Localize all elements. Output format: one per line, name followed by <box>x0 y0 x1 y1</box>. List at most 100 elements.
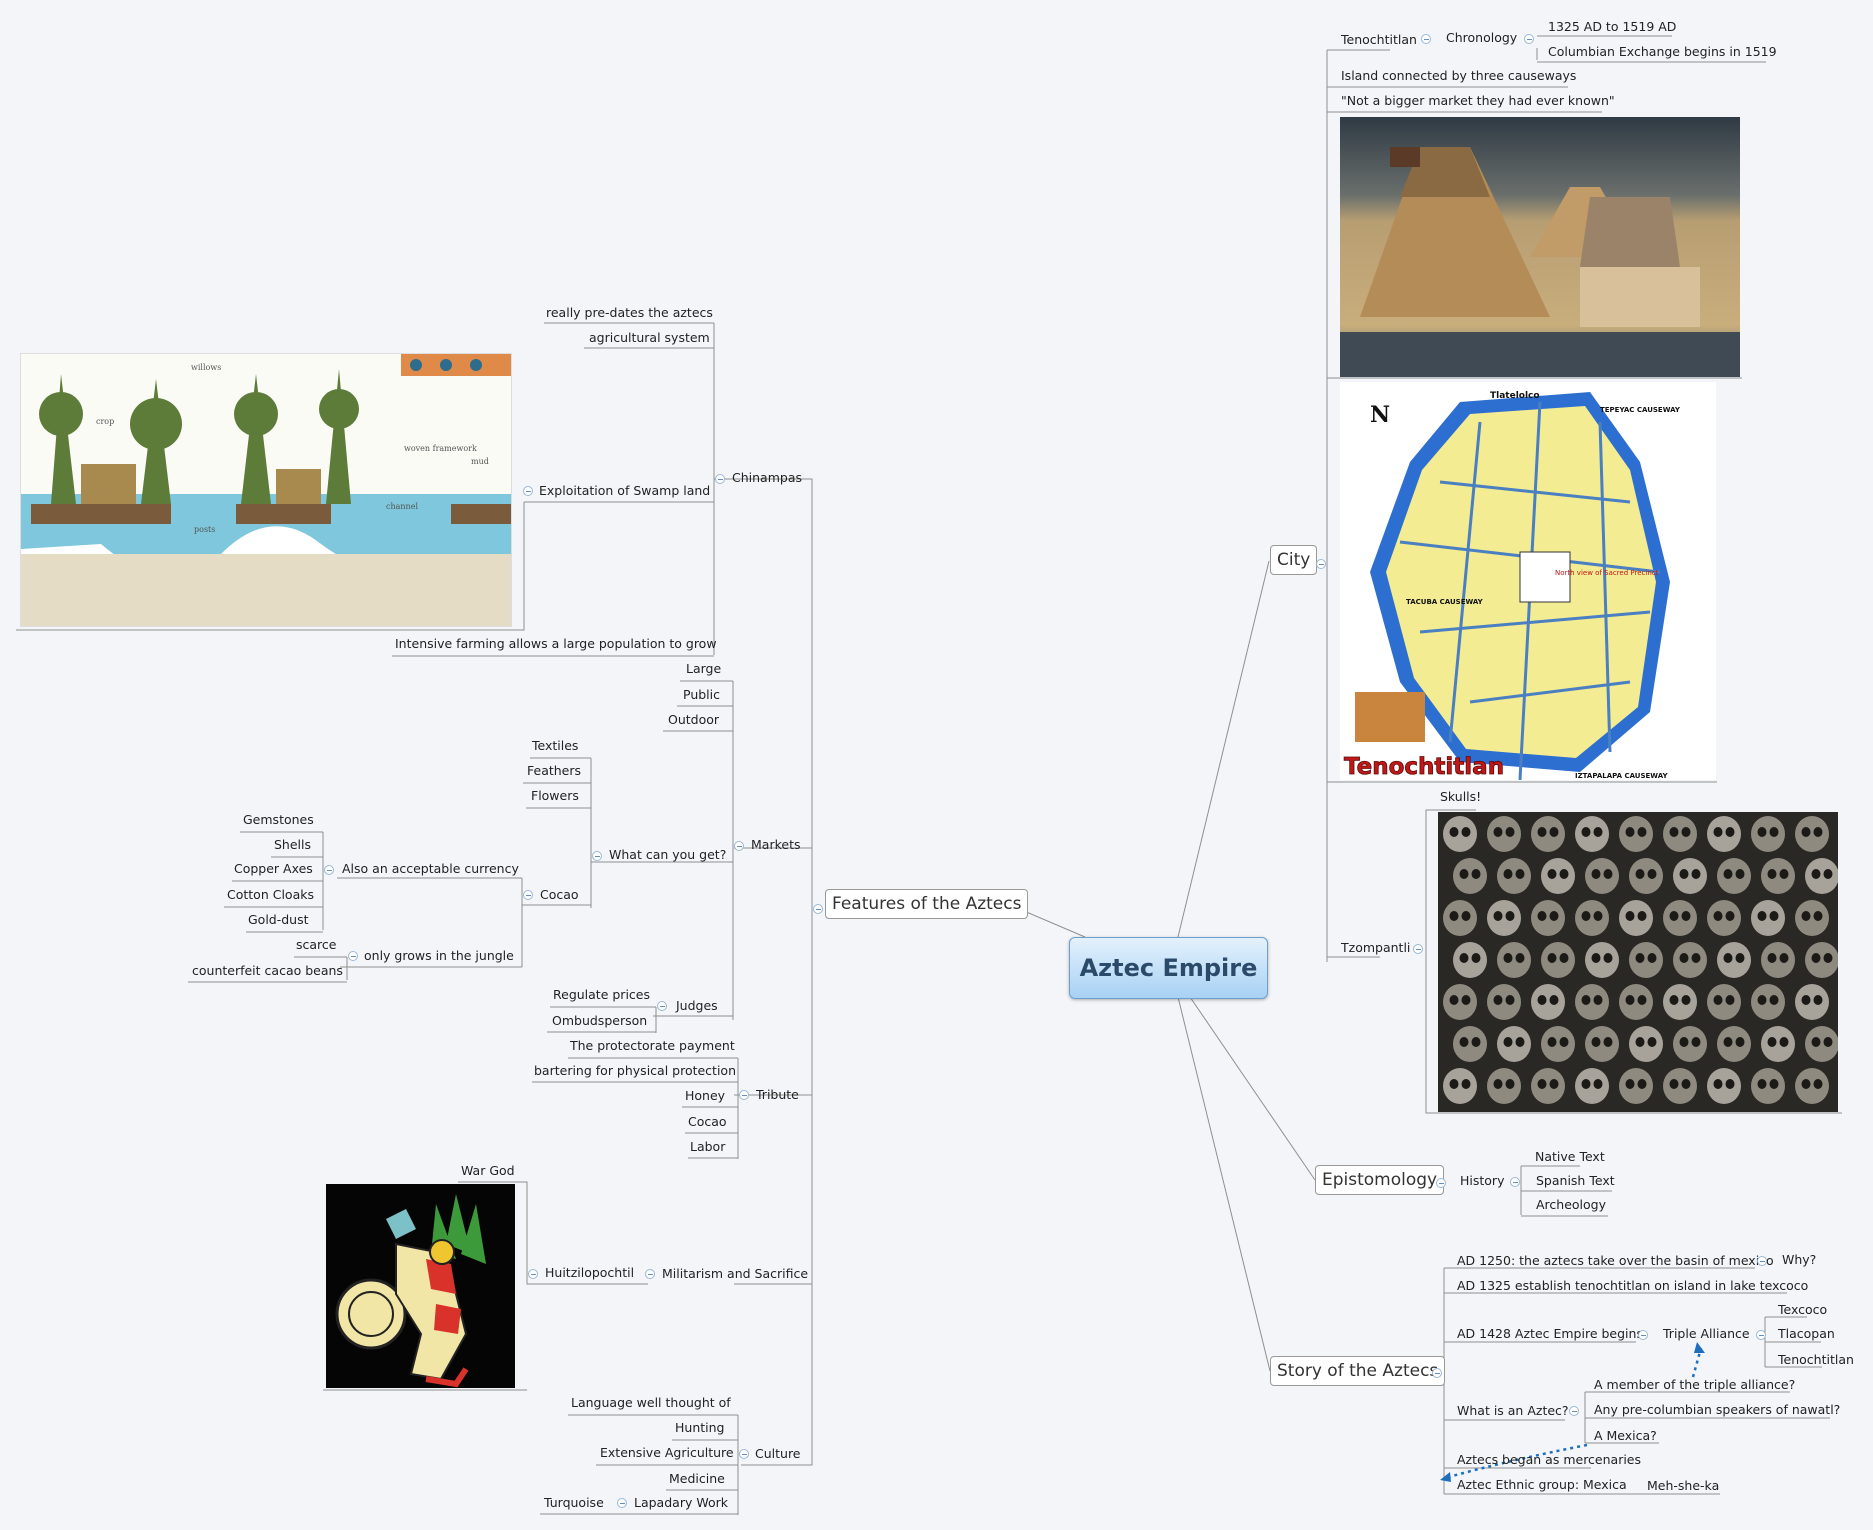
collapse-icon[interactable] <box>1510 1177 1520 1187</box>
collapse-icon[interactable] <box>1756 1330 1766 1340</box>
history-item[interactable]: Spanish Text <box>1536 1173 1615 1188</box>
jungle-item[interactable]: scarce <box>296 937 337 952</box>
markets-item[interactable]: Outdoor <box>668 712 720 727</box>
chronology-item[interactable]: 1325 AD to 1519 AD <box>1548 19 1677 34</box>
what-is-item[interactable]: A member of the triple alliance? <box>1594 1377 1796 1392</box>
topic-chinampas[interactable]: Chinampas <box>732 470 802 485</box>
topic-triple-alliance[interactable]: Triple Alliance <box>1663 1326 1750 1341</box>
collapse-icon[interactable] <box>813 904 823 914</box>
story-item[interactable]: AD 1428 Aztec Empire begins <box>1457 1326 1643 1341</box>
topic-what-is-an-aztec[interactable]: What is an Aztec? <box>1457 1403 1569 1418</box>
topic-markets[interactable]: Markets <box>751 837 801 852</box>
judges-item[interactable]: Regulate prices <box>553 987 650 1002</box>
collapse-icon[interactable] <box>1316 559 1326 569</box>
collapse-icon[interactable] <box>739 1090 749 1100</box>
pronunciation-label[interactable]: Meh-she-ka <box>1647 1478 1720 1493</box>
chinampas-item[interactable]: Exploitation of Swamp land <box>539 483 711 498</box>
collapse-icon[interactable] <box>348 951 358 961</box>
topic-city[interactable]: City <box>1270 545 1318 575</box>
root-topic[interactable]: Aztec Empire <box>1069 937 1268 999</box>
collapse-icon[interactable] <box>739 1449 749 1459</box>
why-label[interactable]: Why? <box>1782 1252 1817 1267</box>
topic-cocao[interactable]: Cocao <box>540 887 579 902</box>
topic-epistomology[interactable]: Epistomology <box>1315 1165 1445 1195</box>
collapse-icon[interactable] <box>528 1269 538 1279</box>
culture-item[interactable]: Extensive Agriculture <box>600 1445 734 1460</box>
what-item[interactable]: Flowers <box>531 788 579 803</box>
collapse-icon[interactable] <box>592 851 602 861</box>
currency-item[interactable]: Cotton Cloaks <box>227 887 314 902</box>
culture-item[interactable]: Medicine <box>669 1471 725 1486</box>
story-item[interactable]: AD 1250: the aztecs take over the basin … <box>1457 1253 1774 1268</box>
alliance-item[interactable]: Tenochtitlan <box>1778 1352 1854 1367</box>
collapse-icon[interactable] <box>645 1269 655 1279</box>
chinampas-item[interactable]: agricultural system <box>589 330 710 345</box>
collapse-icon[interactable] <box>617 1498 627 1508</box>
currency-item[interactable]: Shells <box>274 837 312 852</box>
collapse-icon[interactable] <box>657 1001 667 1011</box>
currency-item[interactable]: Copper Axes <box>234 861 313 876</box>
markets-item[interactable]: Large <box>686 661 722 676</box>
collapse-icon[interactable] <box>1524 34 1534 44</box>
collapse-icon[interactable] <box>1569 1406 1579 1416</box>
collapse-icon[interactable] <box>715 474 725 484</box>
history-item[interactable]: Native Text <box>1535 1149 1605 1164</box>
topic-what-can-you-get[interactable]: What can you get? <box>609 847 727 862</box>
collapse-icon[interactable] <box>324 865 334 875</box>
jungle-item[interactable]: counterfeit cacao beans <box>192 963 343 978</box>
tribute-item[interactable]: The protectorate payment <box>570 1038 735 1053</box>
currency-item[interactable]: Gemstones <box>243 812 314 827</box>
topic-lapadary[interactable]: Lapadary Work <box>634 1495 728 1510</box>
topic-features[interactable]: Features of the Aztecs <box>825 889 1029 919</box>
what-item[interactable]: Feathers <box>527 763 582 778</box>
topic-tenochtitlan[interactable]: Tenochtitlan <box>1341 32 1417 47</box>
alliance-item[interactable]: Texcoco <box>1778 1302 1828 1317</box>
city-item[interactable]: Island connected by three causeways <box>1341 68 1577 83</box>
what-is-item[interactable]: A Mexica? <box>1594 1428 1657 1443</box>
collapse-icon[interactable] <box>734 841 744 851</box>
story-item[interactable]: AD 1325 establish tenochtitlan on island… <box>1457 1278 1809 1293</box>
collapse-icon[interactable] <box>1638 1330 1648 1340</box>
collapse-icon[interactable] <box>523 486 533 496</box>
city-item[interactable]: "Not a bigger market they had ever known… <box>1341 93 1615 108</box>
collapse-icon[interactable] <box>1757 1256 1767 1266</box>
collapse-icon[interactable] <box>1432 1368 1442 1378</box>
what-is-item[interactable]: Any pre-columbian speakers of nawatl? <box>1594 1402 1841 1417</box>
topic-culture[interactable]: Culture <box>755 1446 801 1461</box>
collapse-icon[interactable] <box>523 890 533 900</box>
topic-militarism[interactable]: Militarism and Sacrifice <box>662 1266 809 1281</box>
chinampas-item[interactable]: really pre-dates the aztecs <box>546 305 713 320</box>
topic-tribute[interactable]: Tribute <box>756 1087 799 1102</box>
culture-item[interactable]: Language well thought of <box>571 1395 731 1410</box>
what-item[interactable]: Textiles <box>532 738 579 753</box>
collapse-icon[interactable] <box>1421 34 1431 44</box>
story-item[interactable]: Aztec Ethnic group: Mexica <box>1457 1477 1627 1492</box>
topic-currency[interactable]: Also an acceptable currency <box>342 861 519 876</box>
war-god-label[interactable]: War God <box>461 1163 515 1178</box>
judges-item[interactable]: Ombudsperson <box>552 1013 648 1028</box>
tribute-item[interactable]: bartering for physical protection <box>534 1063 737 1078</box>
alliance-item[interactable]: Tlacopan <box>1778 1326 1835 1341</box>
tribute-item[interactable]: Labor <box>690 1139 726 1154</box>
collapse-icon[interactable] <box>1436 1178 1446 1188</box>
lapadary-item[interactable]: Turquoise <box>544 1495 604 1510</box>
topic-history[interactable]: History <box>1460 1173 1505 1188</box>
chronology-item[interactable]: Columbian Exchange begins in 1519 <box>1548 44 1777 59</box>
topic-tzompantli[interactable]: Tzompantli <box>1341 940 1411 955</box>
currency-item[interactable]: Gold-dust <box>248 912 309 927</box>
topic-judges[interactable]: Judges <box>676 998 718 1013</box>
story-item[interactable]: Aztecs began as mercenaries <box>1457 1452 1642 1467</box>
topic-chronology[interactable]: Chronology <box>1446 30 1518 45</box>
collapse-icon[interactable] <box>1413 944 1423 954</box>
markets-item[interactable]: Public <box>683 687 720 702</box>
topic-jungle[interactable]: only grows in the jungle <box>364 948 514 963</box>
culture-item[interactable]: Hunting <box>675 1420 725 1435</box>
skulls-label[interactable]: Skulls! <box>1440 789 1482 804</box>
topic-story[interactable]: Story of the Aztecs <box>1270 1356 1446 1386</box>
tribute-item[interactable]: Honey <box>685 1088 726 1103</box>
chinampas-item[interactable]: Intensive farming allows a large populat… <box>395 636 717 651</box>
tribute-item[interactable]: Cocao <box>688 1114 727 1129</box>
history-item[interactable]: Archeology <box>1536 1197 1607 1212</box>
topic-huitzilopochtil[interactable]: Huitzilopochtil <box>545 1265 635 1280</box>
